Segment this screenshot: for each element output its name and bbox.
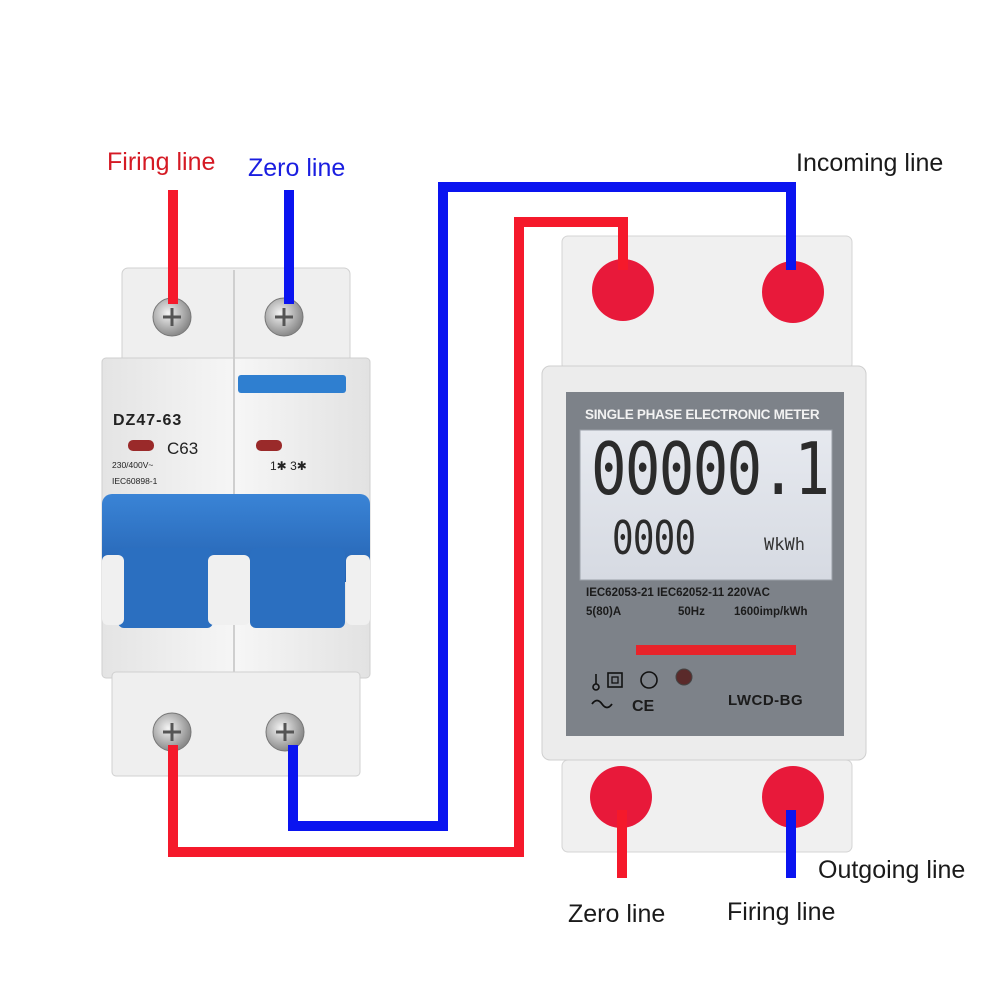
lcd-screen <box>579 429 833 581</box>
pulse-led-icon <box>675 668 693 686</box>
breaker-indicator-stripe <box>238 375 346 393</box>
double-insulation-icon <box>607 672 623 688</box>
breaker-window-left <box>128 440 154 451</box>
meter-current: 5(80)A <box>586 606 622 618</box>
breaker-model: DZ47-63 <box>113 412 183 429</box>
outgoing-line-label: Outgoing line <box>818 856 966 884</box>
wires <box>168 182 796 878</box>
ground-symbol-icon <box>592 674 600 691</box>
circuit-breaker <box>101 267 371 777</box>
meter-unit: WkWh <box>764 535 805 555</box>
screw-icon <box>152 297 305 752</box>
meter-brand: LWCD-BG <box>728 692 804 709</box>
meter-standards: IEC62053-21 IEC62052-11 220VAC <box>586 587 770 599</box>
incoming-line-label: Incoming line <box>796 149 944 177</box>
terminal-icon <box>590 259 824 828</box>
meter-title: SINGLE PHASE ELECTRONIC METER <box>585 407 820 422</box>
class-one-icon <box>640 671 658 689</box>
firing-line-label-bottom: Firing line <box>727 898 836 926</box>
breaker-standard: IEC60898-1 <box>112 476 158 486</box>
ce-mark-icon: CE <box>632 698 655 715</box>
breaker-rating: C63 <box>167 439 199 458</box>
breaker-poles-marking: 1✱ 3✱ <box>270 459 307 473</box>
firing-wire-loop <box>168 217 628 857</box>
breaker-lower-block <box>111 671 361 777</box>
firing-line-label-top: Firing line <box>107 148 216 176</box>
zero-line-label-bottom: Zero line <box>568 900 666 928</box>
meter-frequency: 50Hz <box>678 606 705 618</box>
breaker-window-right <box>256 440 282 451</box>
meter-reading-main: 00000.1 <box>591 427 830 511</box>
zero-wire-loop <box>288 182 796 831</box>
meter-impulse: 1600imp/kWh <box>734 606 808 618</box>
led-strip <box>636 645 796 655</box>
meter-reading-secondary: 0000 <box>612 511 696 565</box>
zero-line-label-top: Zero line <box>248 154 346 182</box>
breaker-voltage: 230/400V~ <box>112 460 154 470</box>
energy-meter <box>541 235 867 853</box>
ac-symbol-icon <box>591 699 613 709</box>
